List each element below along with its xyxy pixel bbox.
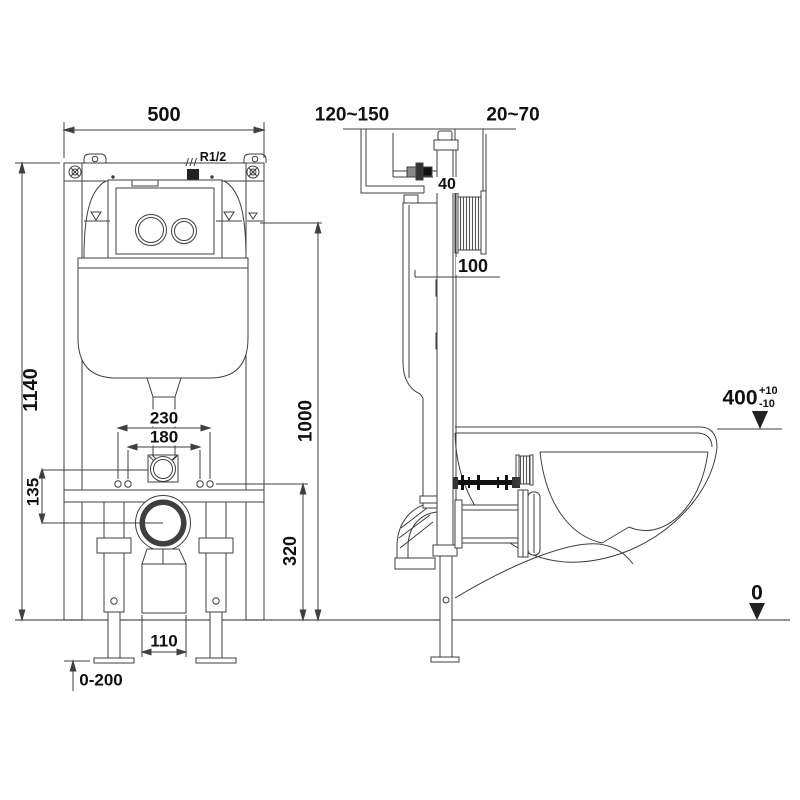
water-inlet-label: R1/2 <box>199 149 227 164</box>
flush-button-small <box>171 218 197 244</box>
dim-wall-finish-label: 20~70 <box>486 104 540 126</box>
waste-elbow <box>394 495 441 570</box>
foot-plate <box>430 656 460 663</box>
dim-frame-recess-label: 120~150 <box>314 104 390 126</box>
mounting-rods <box>453 475 520 490</box>
toilet-bowl-side <box>454 426 782 599</box>
dim-frame-height-label: 1140 <box>20 368 42 412</box>
flush-shaft <box>454 190 487 255</box>
foot-plate <box>93 657 135 664</box>
dim-outlet-width-label: 110 <box>150 631 178 651</box>
frame-post-side <box>430 130 460 663</box>
dim-foot-adjust-label: 0-200 <box>79 670 123 690</box>
side-view <box>343 128 782 663</box>
front-view-frame <box>63 153 267 621</box>
fixing-hole <box>114 480 122 488</box>
foot-plate <box>195 657 237 664</box>
front-view-dimensions <box>15 122 322 691</box>
flush-button-large <box>135 214 167 246</box>
dim-frame-width-label: 500 <box>147 104 181 126</box>
dim-bolt-outer-label: 230 <box>147 408 181 428</box>
fixing-hole <box>124 480 132 488</box>
dim-floor-level-label: 0 <box>751 581 763 605</box>
fixing-hole <box>196 480 204 488</box>
dim-rim-tol-plus-label: +10 <box>759 385 778 397</box>
flush-plate-assembly <box>83 179 263 264</box>
dim-rim-tol-minus-label: -10 <box>759 398 775 410</box>
datum-marker-floor <box>749 603 765 620</box>
dim-inlet-to-outlet-label: 135 <box>23 477 43 507</box>
dim-cistern-depth-label: 100 <box>455 256 491 276</box>
wall-sleeve <box>515 454 534 486</box>
dim-bolt-inner-label: 180 <box>147 427 181 447</box>
dim-outlet-height-label: 320 <box>280 535 300 567</box>
dim-profile-depth-label: 40 <box>436 176 458 193</box>
water-inlet-port <box>187 169 199 181</box>
fixing-hole <box>206 480 214 488</box>
outlet-spigot <box>454 489 541 558</box>
dim-rim-height-label: 400 <box>722 386 758 410</box>
datum-marker-400 <box>752 411 768 429</box>
frame-lower-section <box>42 454 265 664</box>
dim-button-height-label: 1000 <box>295 399 317 443</box>
